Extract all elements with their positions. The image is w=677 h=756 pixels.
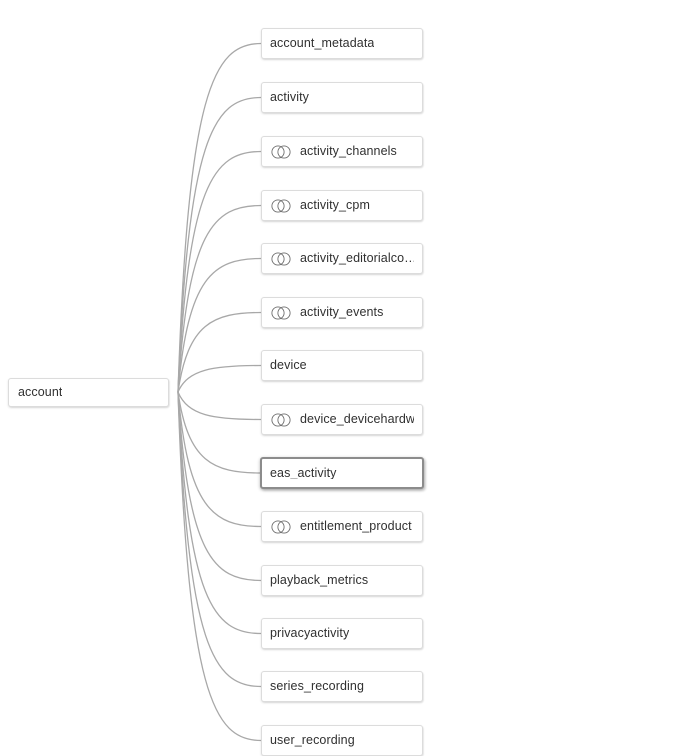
- edge-connector: [177, 150, 262, 393]
- node-label: activity: [270, 91, 310, 104]
- node-label: activity_events: [300, 306, 384, 319]
- graph-node[interactable]: activity_channels: [261, 136, 423, 167]
- edge-connector: [177, 391, 262, 688]
- edge-connector: [177, 391, 262, 635]
- graph-node[interactable]: privacyactivity: [261, 618, 423, 649]
- node-label: account: [18, 386, 63, 399]
- edge-connector: [177, 204, 262, 393]
- edge-connector: [177, 391, 262, 742]
- graph-node[interactable]: activity_cpm: [261, 190, 423, 221]
- graph-node[interactable]: entitlement_product: [261, 511, 423, 542]
- edge-connector: [177, 42, 262, 393]
- graph-node[interactable]: series_recording: [261, 671, 423, 702]
- node-label: activity_cpm: [300, 199, 370, 212]
- graph-node[interactable]: eas_activity: [260, 457, 424, 489]
- graph-node[interactable]: user_recording: [261, 725, 423, 756]
- node-label: series_recording: [270, 680, 365, 693]
- node-label: device: [270, 359, 307, 372]
- node-label: playback_metrics: [270, 574, 369, 587]
- node-label: account_metadata: [270, 37, 375, 50]
- edge-connector: [177, 391, 262, 528]
- node-label: activity_channels: [300, 145, 397, 158]
- graph-node[interactable]: activity_events: [261, 297, 423, 328]
- graph-node[interactable]: activity_editorialco…: [261, 243, 423, 274]
- venn-icon: [271, 198, 291, 213]
- venn-icon: [271, 412, 291, 427]
- venn-icon: [271, 305, 291, 320]
- edge-connector: [177, 96, 262, 393]
- venn-icon: [271, 144, 291, 159]
- graph-node[interactable]: activity: [261, 82, 423, 113]
- edge-connector: [177, 364, 262, 393]
- node-label: user_recording: [270, 734, 355, 747]
- venn-icon: [271, 519, 291, 534]
- node-label: entitlement_product: [300, 520, 412, 533]
- edge-connector: [177, 257, 262, 393]
- edge-connector: [177, 391, 262, 421]
- graph-node[interactable]: device: [261, 350, 423, 381]
- graph-node[interactable]: playback_metrics: [261, 565, 423, 596]
- venn-icon: [271, 251, 291, 266]
- edge-connector: [177, 311, 262, 393]
- graph-node[interactable]: device_devicehardw…: [261, 404, 423, 435]
- graph-node-root[interactable]: account: [8, 378, 169, 407]
- node-label: eas_activity: [270, 466, 337, 480]
- node-label: device_devicehardw…: [300, 413, 414, 426]
- edge-connector: [177, 391, 262, 474]
- node-label: privacyactivity: [270, 627, 350, 640]
- node-label: activity_editorialco…: [300, 252, 414, 265]
- edge-connector: [177, 391, 262, 582]
- graph-node[interactable]: account_metadata: [261, 28, 423, 59]
